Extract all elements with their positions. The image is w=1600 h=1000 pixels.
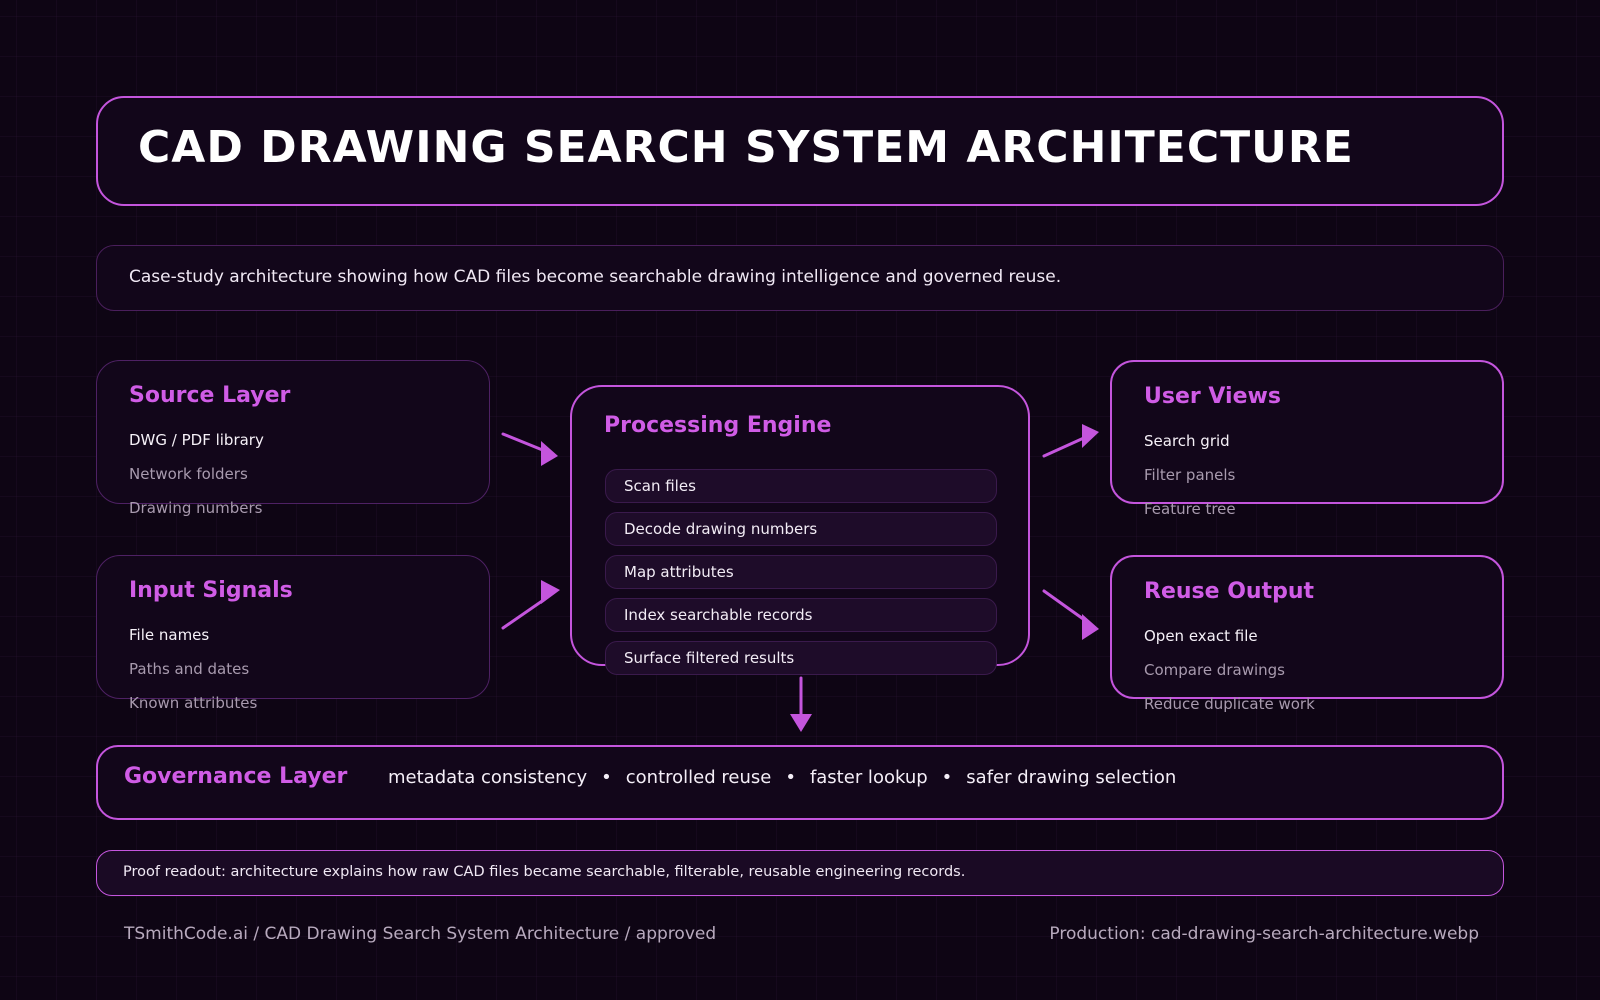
governance-item: safer drawing selection <box>966 767 1177 788</box>
governance-separator: • <box>941 767 953 788</box>
user-views-title: User Views <box>1144 384 1281 409</box>
governance-separator: • <box>785 767 796 788</box>
governance-items: metadata consistency • controlled reuse • fa… <box>388 767 1176 788</box>
governance-item: metadata consistency <box>388 767 588 788</box>
arrowhead-views <box>1082 424 1099 448</box>
view-item: Feature tree <box>1144 500 1236 518</box>
governance-layer-panel: Governance Layer metadata consistency • co… <box>96 745 1504 820</box>
footer-credit: TSmithCode.ai / CAD Drawing Search Syste… <box>124 924 717 944</box>
arrowhead-signals <box>541 580 560 604</box>
governance-layer-title: Governance Layer <box>124 764 348 789</box>
title-banner: CAD DRAWING SEARCH SYSTEM ARCHITECTURE <box>96 96 1504 206</box>
arrowhead-governance <box>790 714 812 732</box>
engine-step-label: Map attributes <box>624 563 734 581</box>
arrowhead-source <box>541 441 558 466</box>
view-item: Search grid <box>1144 432 1230 450</box>
reuse-output-title: Reuse Output <box>1144 579 1315 604</box>
page-title: CAD DRAWING SEARCH SYSTEM ARCHITECTURE <box>138 122 1354 173</box>
arrow-engine-to-views <box>1042 435 1088 458</box>
governance-item: controlled reuse <box>625 767 772 788</box>
source-layer-panel: Source Layer DWG / PDF library Network f… <box>96 360 490 517</box>
arrow-engine-to-reuse <box>1042 589 1088 623</box>
engine-step-label: Index searchable records <box>624 606 813 624</box>
governance-item: faster lookup <box>809 767 928 788</box>
proof-readout-text: Proof readout: architecture explains how… <box>123 864 966 880</box>
processing-engine-title: Processing Engine <box>604 413 832 438</box>
source-item: Drawing numbers <box>129 499 263 517</box>
footer-filename: Production: cad-drawing-search-architect… <box>1049 924 1479 944</box>
page-subtitle: Case-study architecture showing how CAD … <box>129 267 1062 287</box>
input-signals-title: Input Signals <box>129 578 293 603</box>
engine-step-label: Scan files <box>624 477 696 495</box>
user-views-panel: User Views Search grid Filter panels Fea… <box>1110 360 1504 518</box>
governance-separator: • <box>601 767 612 788</box>
processing-engine-panel: Processing Engine Scan files Decode draw… <box>570 385 1030 675</box>
engine-step: Surface filtered results <box>605 641 997 675</box>
reuse-output-panel: Reuse Output Open exact file Compare dra… <box>1110 555 1504 713</box>
engine-step-label: Surface filtered results <box>624 649 795 667</box>
arrow-source-to-engine <box>501 432 547 453</box>
input-signals-panel: Input Signals File names Paths and dates… <box>96 555 490 712</box>
signal-item: Known attributes <box>129 694 258 712</box>
view-item: Filter panels <box>1144 466 1236 484</box>
engine-step: Decode drawing numbers <box>605 512 997 546</box>
reuse-item: Compare drawings <box>1144 661 1285 679</box>
signal-item: Paths and dates <box>129 660 250 678</box>
source-layer-title: Source Layer <box>129 383 291 408</box>
signal-item: File names <box>129 626 210 644</box>
engine-step: Scan files <box>605 469 997 503</box>
engine-step: Map attributes <box>605 555 997 589</box>
arrow-signals-to-engine <box>501 597 547 630</box>
engine-step: Index searchable records <box>605 598 997 632</box>
source-item: DWG / PDF library <box>129 431 264 449</box>
arrowhead-reuse <box>1082 614 1099 640</box>
proof-readout-panel: Proof readout: architecture explains how… <box>96 850 1504 896</box>
engine-step-label: Decode drawing numbers <box>624 520 818 538</box>
subtitle-banner: Case-study architecture showing how CAD … <box>96 245 1504 311</box>
reuse-item: Reduce duplicate work <box>1144 695 1315 713</box>
reuse-item: Open exact file <box>1144 627 1258 645</box>
source-item: Network folders <box>129 465 248 483</box>
